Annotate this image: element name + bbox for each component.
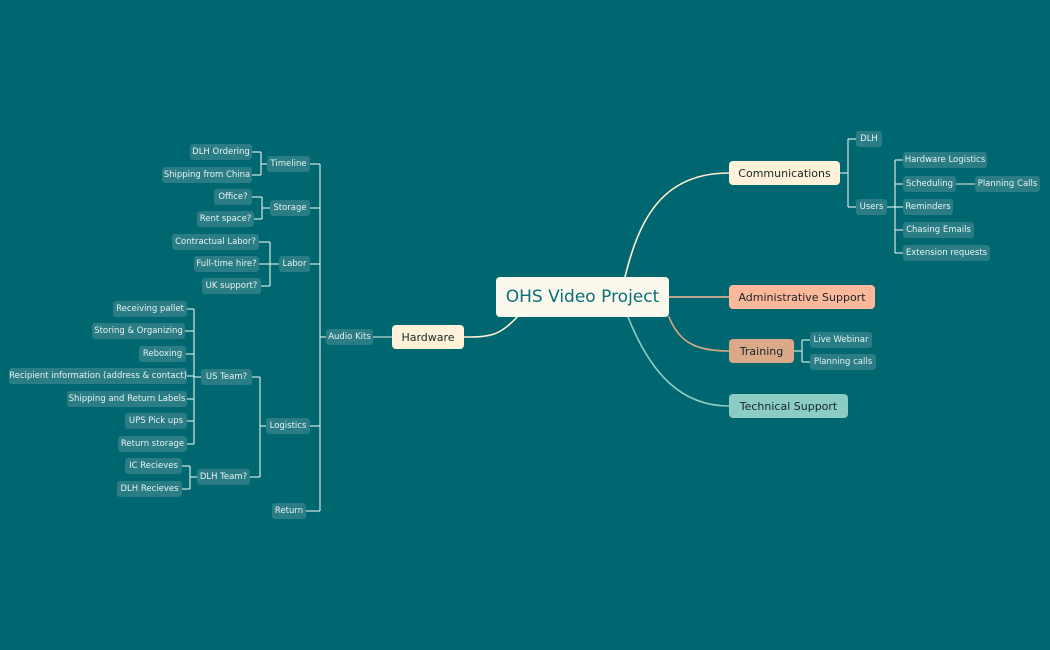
shipping-return-labels-node[interactable]: Shipping and Return Labels: [67, 391, 187, 407]
planning-calls-training-node[interactable]: Planning calls: [810, 354, 876, 370]
central-topic[interactable]: OHS Video Project: [496, 277, 669, 317]
full-time-hire-node[interactable]: Full-time hire?: [194, 256, 259, 272]
contractual-labor-node[interactable]: Contractual Labor?: [172, 234, 259, 250]
return-storage-node[interactable]: Return storage: [118, 436, 187, 452]
shipping-from-china-node[interactable]: Shipping from China: [162, 167, 252, 183]
dlh-ordering-node[interactable]: DLH Ordering: [190, 144, 252, 160]
receiving-pallet-node[interactable]: Receiving pallet: [113, 301, 187, 317]
recipient-information-node[interactable]: Recipient information (address & contact…: [9, 368, 187, 384]
audio-kits-node[interactable]: Audio Kits: [326, 329, 373, 345]
planning-calls-comm-node[interactable]: Planning Calls: [975, 176, 1040, 192]
communications-node[interactable]: Communications: [729, 161, 840, 185]
timeline-node[interactable]: Timeline: [267, 156, 310, 172]
technical-support-node[interactable]: Technical Support: [729, 394, 848, 418]
extension-requests-node[interactable]: Extension requests: [903, 245, 990, 261]
reboxing-node[interactable]: Reboxing: [139, 346, 186, 362]
storage-node[interactable]: Storage: [270, 200, 310, 216]
return-node[interactable]: Return: [272, 503, 306, 519]
uk-support-node[interactable]: UK support?: [202, 278, 261, 294]
dlh-recieves-node[interactable]: DLH Recieves: [117, 481, 182, 497]
labor-node[interactable]: Labor: [279, 256, 310, 272]
scheduling-node[interactable]: Scheduling: [903, 176, 956, 192]
hardware-node[interactable]: Hardware: [392, 325, 464, 349]
ups-pick-ups-node[interactable]: UPS Pick ups: [125, 413, 187, 429]
hardware-logistics-node[interactable]: Hardware Logistics: [903, 152, 987, 168]
office-node[interactable]: Office?: [214, 189, 252, 205]
chasing-emails-node[interactable]: Chasing Emails: [903, 222, 974, 238]
reminders-node[interactable]: Reminders: [903, 199, 953, 215]
ic-recieves-node[interactable]: IC Recieves: [125, 458, 182, 474]
dlh-team-node[interactable]: DLH Team?: [197, 469, 250, 485]
users-node[interactable]: Users: [856, 199, 887, 215]
live-webinar-node[interactable]: Live Webinar: [810, 332, 872, 348]
storing-organizing-node[interactable]: Storing & Organizing: [92, 323, 185, 339]
administrative-support-node[interactable]: Administrative Support: [729, 285, 875, 309]
training-node[interactable]: Training: [729, 339, 794, 363]
us-team-node[interactable]: US Team?: [201, 369, 252, 385]
dlh-node[interactable]: DLH: [856, 131, 882, 147]
rent-space-node[interactable]: Rent space?: [197, 211, 254, 227]
logistics-node[interactable]: Logistics: [266, 418, 310, 434]
